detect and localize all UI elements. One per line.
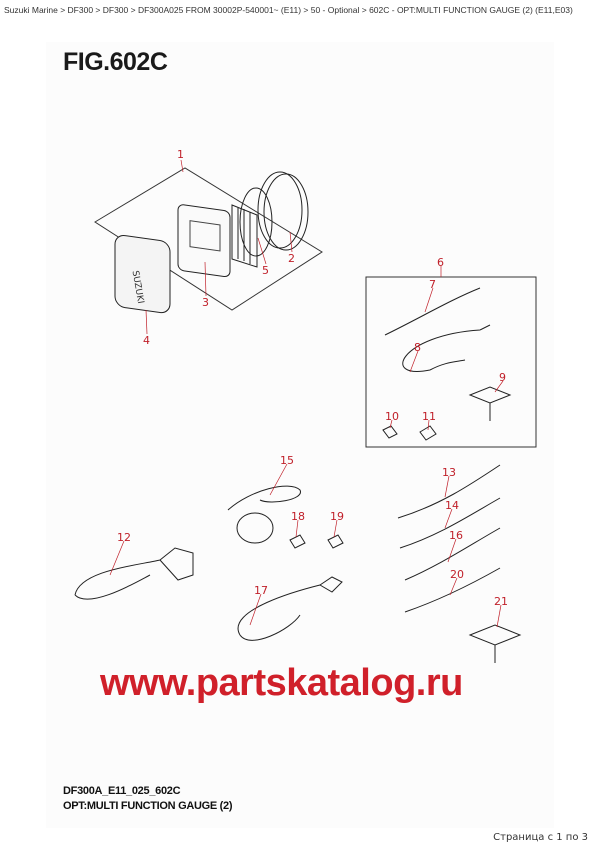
callout-10: 10 xyxy=(385,410,399,423)
figure-subtitle: OPT:MULTI FUNCTION GAUGE (2) xyxy=(63,800,233,812)
callout-13: 13 xyxy=(442,466,456,479)
callout-15: 15 xyxy=(280,454,294,467)
part-15-cable xyxy=(227,485,301,511)
callout-8: 8 xyxy=(414,341,421,354)
callout-14: 14 xyxy=(445,499,459,512)
part-3-gauge xyxy=(177,204,231,278)
callout-6: 6 xyxy=(437,256,444,269)
part-12-cable xyxy=(74,547,194,600)
part-5-ring xyxy=(239,187,273,257)
part-8-cable xyxy=(402,324,491,372)
part-3-screen xyxy=(189,220,221,252)
part-4-bezel xyxy=(114,234,171,314)
callout-7: 7 xyxy=(429,278,436,291)
callout-18: 18 xyxy=(291,510,305,523)
group-box-6 xyxy=(365,276,537,448)
callout-17: 17 xyxy=(254,584,268,597)
part-2-nut xyxy=(257,171,303,249)
callout-12: 12 xyxy=(117,531,131,544)
part-15-sensor xyxy=(236,512,274,544)
callout-11: 11 xyxy=(422,410,436,423)
figure-title: FIG.602C xyxy=(63,48,168,76)
part-14-cable xyxy=(399,497,501,549)
part-16-cable xyxy=(404,527,501,581)
breadcrumb[interactable]: Suzuki Marine > DF300 > DF300 > DF300A02… xyxy=(4,5,573,15)
group-box-1 xyxy=(94,167,323,311)
callout-9: 9 xyxy=(499,371,506,384)
part-13-cable xyxy=(397,464,501,519)
part-11-cap xyxy=(419,425,437,441)
part-2-nut-back xyxy=(263,173,309,251)
watermark: www.partskatalog.ru xyxy=(100,662,463,704)
callout-labels: 1 2 3 4 5 6 7 8 9 10 11 12 13 14 15 16 1… xyxy=(117,148,508,608)
part-10-cap xyxy=(382,425,398,439)
callout-20: 20 xyxy=(450,568,464,581)
callout-5: 5 xyxy=(262,264,269,277)
figure-code: DF300A_E11_025_602C xyxy=(63,785,181,797)
page-indicator: Страница с 1 по 3 xyxy=(493,832,588,843)
part-17-cable xyxy=(237,576,343,641)
callout-19: 19 xyxy=(330,510,344,523)
part-7-cable xyxy=(384,287,481,336)
part-9-tee xyxy=(468,386,512,421)
part-20-cable xyxy=(404,567,501,613)
callout-4: 4 xyxy=(143,334,150,347)
callout-3: 3 xyxy=(202,296,209,309)
callout-1: 1 xyxy=(177,148,184,161)
callout-16: 16 xyxy=(449,529,463,542)
part-19-cap xyxy=(327,534,344,549)
leader-lines xyxy=(109,159,504,628)
diagram-sheet xyxy=(46,42,554,828)
part-21-tee xyxy=(468,624,522,663)
callout-21: 21 xyxy=(494,595,508,608)
part-18-cap xyxy=(289,534,306,549)
part-5-sleeve xyxy=(231,204,258,268)
callout-2: 2 xyxy=(288,252,295,265)
